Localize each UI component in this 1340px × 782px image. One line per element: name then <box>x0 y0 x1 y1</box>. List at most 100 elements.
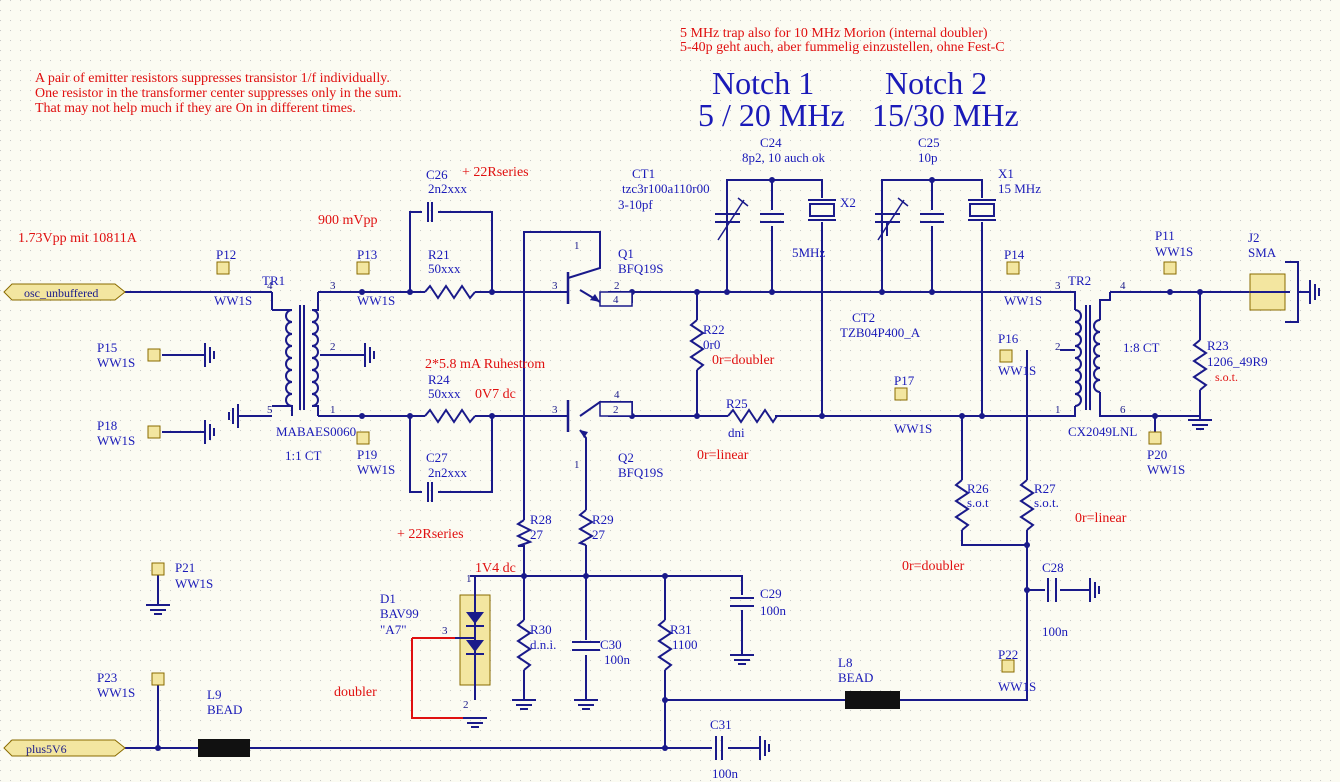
resistor-r28 <box>515 519 533 547</box>
label-c26-val: 2n2xxx <box>428 181 468 196</box>
heading-notch1-freq: 5 / 20 MHz <box>698 97 845 133</box>
note-emitter-line1: A pair of emitter resistors suppresses t… <box>35 71 390 86</box>
resistor-r26 <box>954 479 970 531</box>
label-tr2-ratio: 1:8 CT <box>1123 340 1160 355</box>
label-d1: D1 <box>380 591 396 606</box>
svg-text:4: 4 <box>614 389 620 401</box>
svg-text:5: 5 <box>267 404 273 416</box>
label-r31-val: 1100 <box>672 637 698 652</box>
label-r27: R27 <box>1034 481 1056 496</box>
label-d1-code: "A7" <box>380 622 407 637</box>
capacitor-c27 <box>427 482 433 502</box>
label-q1-val: BFQ19S <box>618 261 664 276</box>
svg-text:WW1S: WW1S <box>1004 293 1042 308</box>
label-c25: C25 <box>918 135 940 150</box>
capacitor-c25 <box>920 213 944 223</box>
label-tr1-val: MABAES0060 <box>276 424 356 439</box>
svg-text:P22: P22 <box>998 647 1018 662</box>
label-r28-val: 27 <box>530 527 544 542</box>
label-ct1-val: tzc3r100a110r00 <box>622 181 710 196</box>
label-d1-val: BAV99 <box>380 606 419 621</box>
trimmer-caps <box>715 197 909 241</box>
diode-d1 <box>411 576 491 719</box>
svg-text:4: 4 <box>1120 280 1126 292</box>
note-22rseries-bottom: + 22Rseries <box>397 527 464 542</box>
svg-text:P20: P20 <box>1147 447 1167 462</box>
capacitor-c31 <box>715 736 723 760</box>
svg-text:2: 2 <box>614 280 620 292</box>
label-q2: Q2 <box>618 450 634 465</box>
note-0v7: 0V7 dc <box>475 387 516 402</box>
transformer-tr1 <box>272 292 319 416</box>
label-r24-val: 50xxx <box>428 386 461 401</box>
component-labels: C26 2n2xxx R21 50xxx R24 50xxx C27 2n2xx… <box>207 135 1277 781</box>
label-c28: C28 <box>1042 560 1064 575</box>
label-tr1: TR1 <box>262 273 285 288</box>
crystals <box>808 199 996 221</box>
note-trap-line1: 5 MHz trap also for 10 MHz Morion (inter… <box>680 26 988 41</box>
label-c31-val: 100n <box>712 766 739 781</box>
label-l9-val: BEAD <box>207 702 242 717</box>
label-tr2-val: CX2049LNL <box>1068 424 1137 439</box>
label-l8: L8 <box>838 655 852 670</box>
svg-text:osc_unbuffered: osc_unbuffered <box>24 286 98 300</box>
heading-notch1: Notch 1 <box>712 65 814 101</box>
svg-text:plus5V6: plus5V6 <box>26 742 67 756</box>
label-r22-val: 0r0 <box>703 337 720 352</box>
label-r26: R26 <box>967 481 989 496</box>
label-tr1-ratio: 1:1 CT <box>285 448 322 463</box>
label-r29: R29 <box>592 512 614 527</box>
svg-text:1: 1 <box>330 404 336 416</box>
label-r21: R21 <box>428 247 450 262</box>
note-0r-doubler-2: 0r=doubler <box>902 559 965 574</box>
resistor-r29 <box>577 509 594 546</box>
label-c28-val: 100n <box>1042 624 1069 639</box>
capacitor-c26 <box>427 202 433 222</box>
label-r23-sot: s.o.t. <box>1215 370 1238 384</box>
note-0r-linear-1: 0r=linear <box>697 448 749 463</box>
note-emitter-line2: One resistor in the transformer center s… <box>35 86 402 101</box>
resistor-r27 <box>1019 479 1035 531</box>
label-c29: C29 <box>760 586 782 601</box>
port-osc-unbuffered: osc_unbuffered <box>3 283 126 301</box>
svg-text:1: 1 <box>574 240 580 252</box>
label-c26: C26 <box>426 167 448 182</box>
transistor-arrows <box>580 294 600 438</box>
sma-connector-j2 <box>1249 261 1310 323</box>
note-1v4: 1V4 dc <box>475 561 516 576</box>
label-l8-val: BEAD <box>838 670 873 685</box>
resistor-r25 <box>727 408 778 424</box>
capacitors <box>427 202 1057 760</box>
svg-text:P23: P23 <box>97 670 117 685</box>
svg-text:P16: P16 <box>998 331 1019 346</box>
svg-text:P18: P18 <box>97 418 117 433</box>
label-r30-val: d.n.i. <box>530 637 556 652</box>
svg-text:3: 3 <box>442 625 448 637</box>
label-ct1-range: 3-10pf <box>618 197 653 212</box>
bead-l9 <box>198 739 250 757</box>
test-points <box>147 261 1177 686</box>
resistors <box>424 284 1208 671</box>
resistor-r30 <box>516 619 532 671</box>
svg-text:1: 1 <box>1055 404 1061 416</box>
label-r23-val: 1206_49R9 <box>1207 354 1268 369</box>
label-q1: Q1 <box>618 246 634 261</box>
svg-text:2: 2 <box>1055 341 1061 353</box>
svg-text:P15: P15 <box>97 340 117 355</box>
label-x1-val: 15 MHz <box>998 181 1041 196</box>
note-22rseries-top: + 22Rseries <box>462 165 529 180</box>
svg-text:3: 3 <box>1055 280 1061 292</box>
svg-text:WW1S: WW1S <box>1155 244 1193 259</box>
label-ct2: CT2 <box>852 310 875 325</box>
note-amplitude: 1.73Vpp mit 10811A <box>18 231 138 246</box>
svg-text:P21: P21 <box>175 560 195 575</box>
resistor-r21 <box>424 284 476 300</box>
label-x1: X1 <box>998 166 1014 181</box>
svg-text:P11: P11 <box>1155 228 1175 243</box>
capacitor-c30 <box>572 641 600 651</box>
label-c29-val: 100n <box>760 603 787 618</box>
heading-notch2: Notch 2 <box>885 65 987 101</box>
